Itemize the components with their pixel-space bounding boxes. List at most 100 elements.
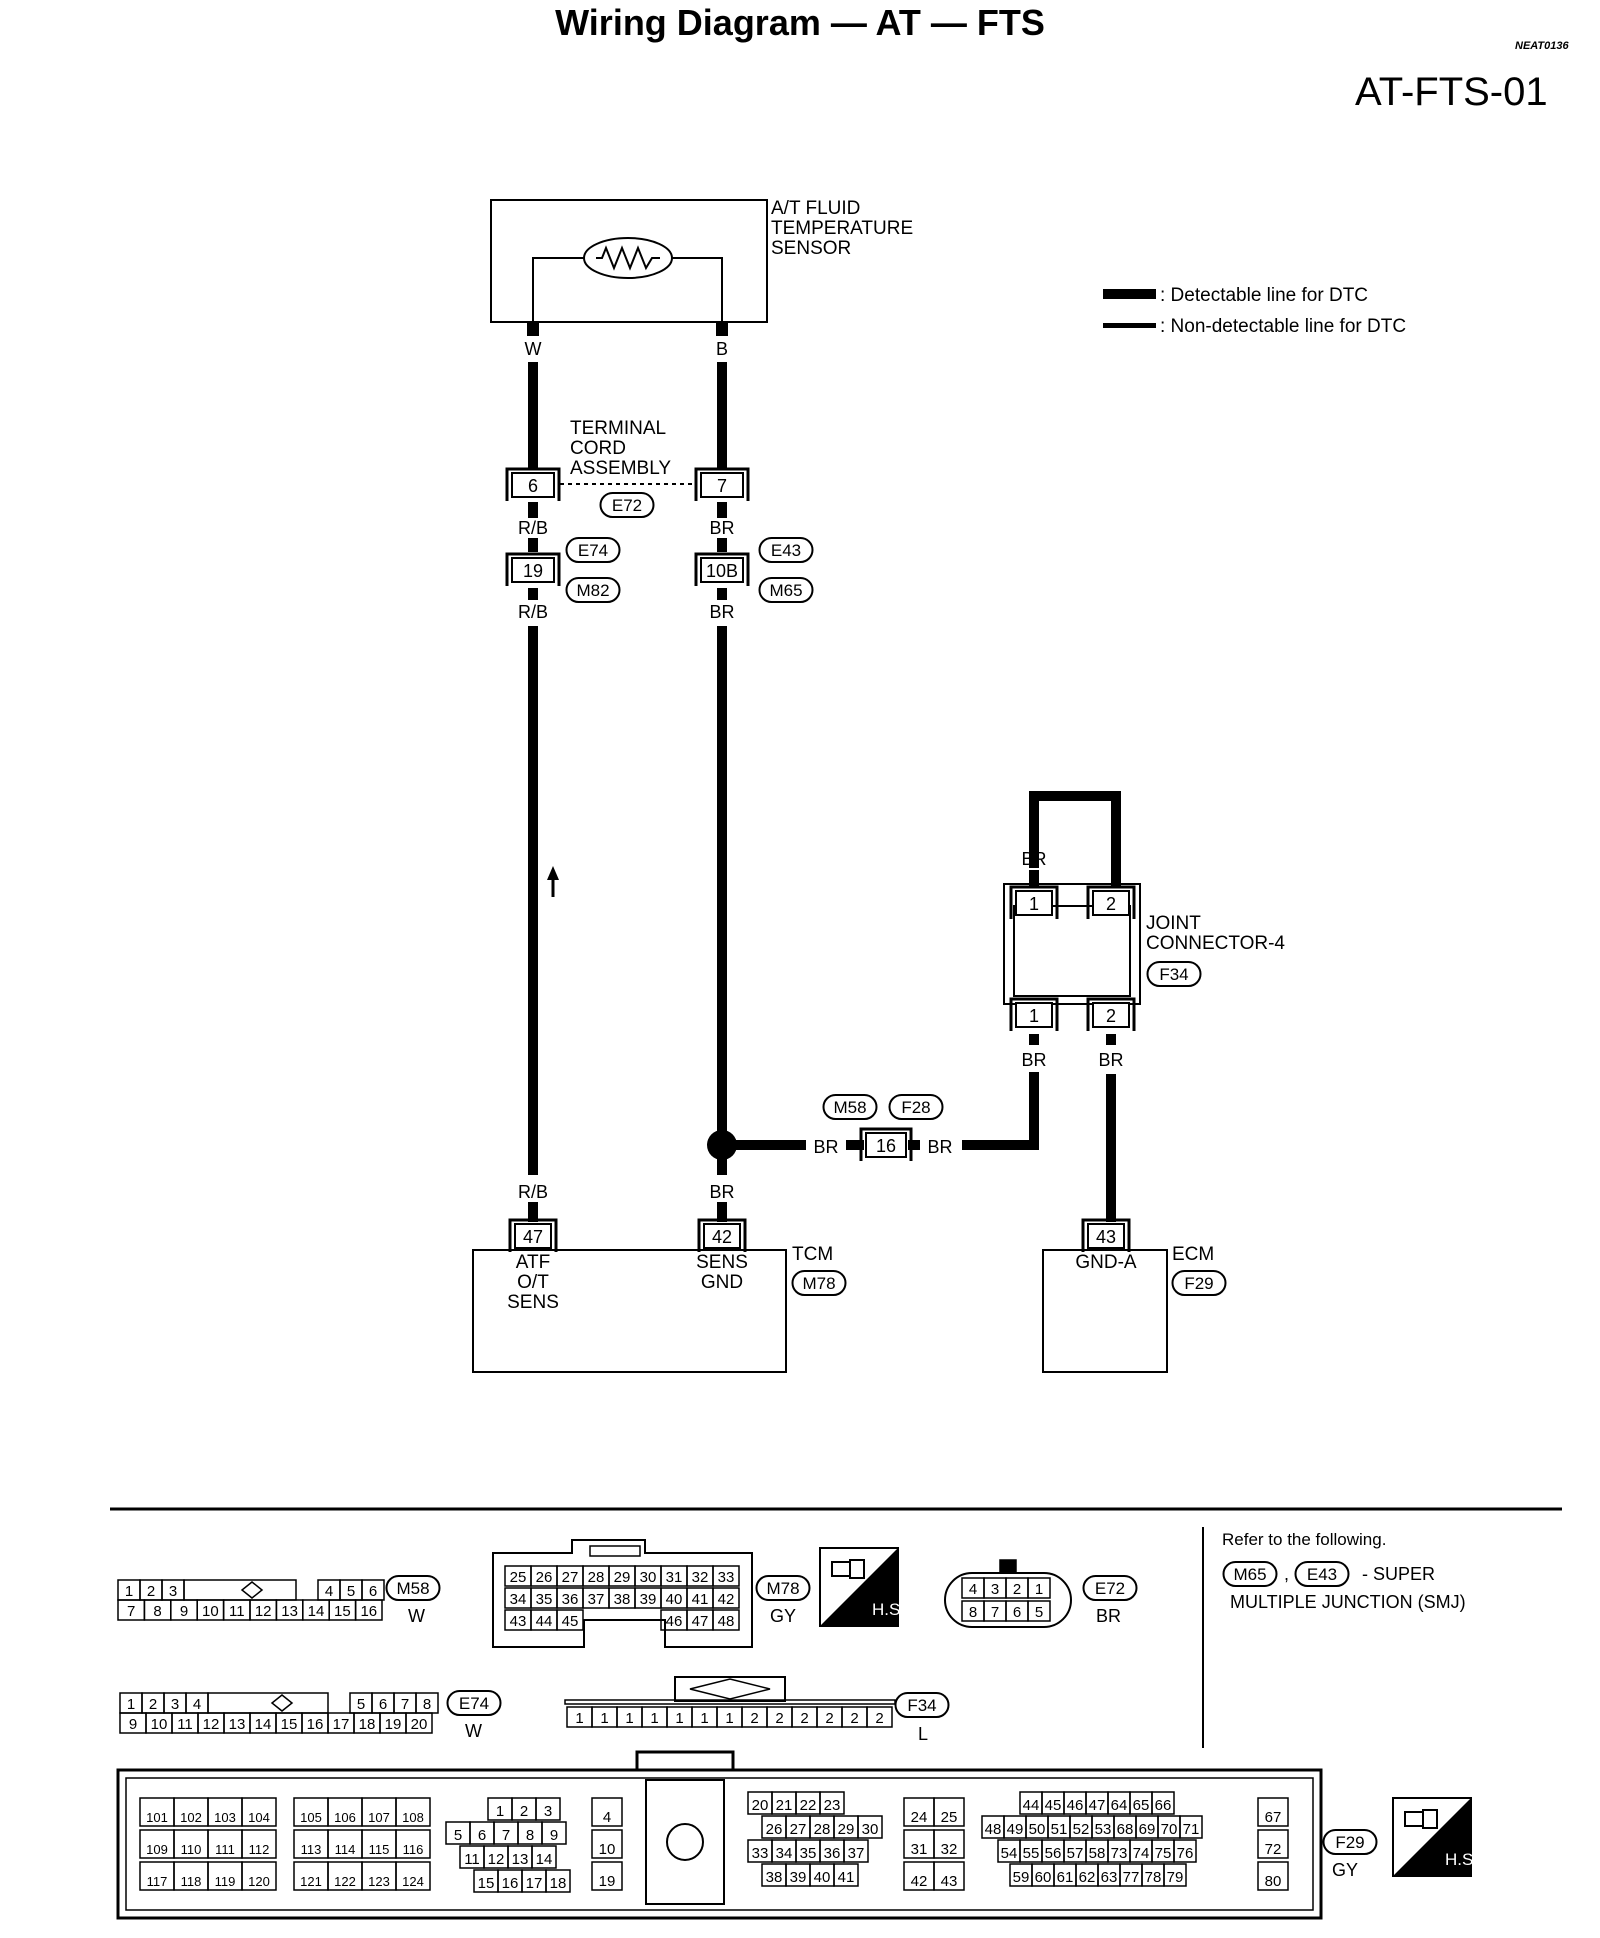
connector-f29-g7-cell-text: 76 — [1177, 1845, 1194, 1862]
connector-f29-g5-cell-text: 38 — [766, 1869, 783, 1886]
connector-e72-row1-cell-text: 1 — [1035, 1581, 1043, 1598]
connector-m78-row2-cell-text: 36 — [562, 1591, 579, 1608]
connector-f29-g1-cell-text: 111 — [215, 1842, 235, 1857]
connector-tag-e74-text: E74 — [578, 541, 608, 560]
connector-e74-lock — [207, 1692, 329, 1714]
connector-f29-g2-cell-text: 108 — [402, 1810, 424, 1825]
connector-tag-e74 — [565, 537, 621, 563]
connector-f29-g2-cell-text: 123 — [368, 1874, 390, 1889]
connector-f29-g7-cell-text: 69 — [1139, 1821, 1156, 1838]
connector-e72-row2-cell-text: 8 — [969, 1604, 977, 1621]
connector-m78-row3-cell — [556, 1609, 584, 1631]
connector-f29-g4-cell-text: 10 — [599, 1841, 616, 1858]
connector-f29-g3-cell-text: 2 — [520, 1803, 528, 1820]
connector-m78-row2-cell-text: 37 — [588, 1591, 605, 1608]
connector-f29-g7-cell-text: 79 — [1167, 1869, 1184, 1886]
connector-f29-g7-cell-text: 64 — [1111, 1797, 1128, 1814]
wire-label-rb: R/B — [518, 602, 548, 622]
connector-e74-row2-cell — [405, 1712, 433, 1734]
connector-f29-g3-cell-text: 16 — [502, 1875, 519, 1892]
connector-f29-g4-cell — [591, 1797, 623, 1827]
connector-m58-row2-cell-text: 12 — [255, 1603, 272, 1620]
connector-m78-row2-cell-text: 42 — [718, 1591, 735, 1608]
connector-f29-g7-cell-text: 70 — [1161, 1821, 1178, 1838]
connector-f29-g5-cell-text: 21 — [776, 1797, 793, 1814]
junction-pin-19-housing — [505, 552, 561, 586]
connector-f29-g2-cell — [395, 1861, 431, 1891]
joint-connector-pin-2-bottom-text: 2 — [1106, 1006, 1116, 1026]
connector-f29-g3-cell-text: 3 — [544, 1803, 552, 1820]
connector-m78-row1-cell-text: 30 — [640, 1569, 657, 1586]
connector-m58-row2-cell-text: 16 — [360, 1603, 377, 1620]
connector-tag-e43-text: E43 — [771, 541, 801, 560]
refer-tag-e43-text: E43 — [1307, 1565, 1337, 1584]
joint-connector-pin-1-top — [1015, 890, 1053, 916]
connector-m78-row3-cell-text: 48 — [718, 1613, 735, 1630]
connector-m58-row2-cell-text: 9 — [180, 1603, 188, 1620]
connector-f29-g2-cell-text: 107 — [368, 1810, 390, 1825]
sensor-pin-b-label: B — [716, 339, 728, 359]
connector-f29-g5-cell-text: 40 — [814, 1869, 831, 1886]
connector-m78-row1-cell-text: 25 — [510, 1569, 527, 1586]
connector-tag-f28-text: F28 — [901, 1098, 930, 1117]
connector-e72-row2-cell-text: 5 — [1035, 1604, 1043, 1621]
wire-br-to-joint — [962, 1072, 1039, 1150]
terminal-cord-pin-6 — [511, 472, 555, 498]
tcm-pin-47-label: SENS — [507, 1292, 559, 1313]
connector-m78-row1-cell-text: 33 — [718, 1569, 735, 1586]
connector-tag-e43 — [758, 537, 814, 563]
connector-f34-row-cell-text: 2 — [850, 1710, 858, 1727]
connector-m78-row2-cell-text: 38 — [614, 1591, 631, 1608]
connector-f29-g8-cell — [1257, 1829, 1289, 1859]
connector-f29-g5-cell-text: 37 — [848, 1845, 865, 1862]
connector-e74-diamond — [270, 1694, 294, 1712]
connector-e74-row2-cell-text: 18 — [359, 1716, 376, 1733]
sensor-internal-wire — [532, 257, 584, 322]
joint-connector-pin-2-top-text: 2 — [1106, 894, 1116, 914]
refer-tag-m65-text: M65 — [1233, 1565, 1266, 1584]
connector-e74-row1-cell-text: 8 — [423, 1696, 431, 1713]
connector-e74-row1-cell-text: 4 — [193, 1696, 201, 1713]
connector-m78-row2-cell-text: 40 — [666, 1591, 683, 1608]
wire-label-br: BR — [1021, 1050, 1046, 1070]
connector-m58-row1-cell-text: 3 — [169, 1583, 177, 1600]
connector-f29-g7-cell-text: 60 — [1035, 1869, 1052, 1886]
connector-f29-g5-cell-text: 29 — [838, 1821, 855, 1838]
hs-icon-m78-fill — [820, 1548, 898, 1626]
junction-pin-19 — [511, 557, 555, 583]
connector-f34-row-cell-text: 2 — [775, 1710, 783, 1727]
ecm-name: ECM — [1172, 1244, 1214, 1265]
connector-e72-row2-cell-text: 7 — [991, 1604, 999, 1621]
connector-f29-g6-cell — [933, 1861, 965, 1891]
tcm-name: TCM — [792, 1244, 833, 1265]
connector-f29-g7-cell-text: 68 — [1117, 1821, 1134, 1838]
connector-f29-g2-cell — [395, 1829, 431, 1859]
connector-f29-g6-cell-text: 25 — [941, 1809, 958, 1826]
connector-f29-g3-cell-text: 13 — [512, 1851, 529, 1868]
connector-e74-row2-cell-text: 17 — [333, 1716, 350, 1733]
connector-tag-m78-text: M78 — [802, 1274, 835, 1293]
connector-m78-tag — [755, 1575, 811, 1601]
connector-tag-f34-text: F34 — [1159, 965, 1188, 984]
joint-connector-label: CONNECTOR-4 — [1146, 933, 1285, 954]
connector-f29-g7-cell-text: 73 — [1111, 1845, 1128, 1862]
wire-label-br: BR — [813, 1137, 838, 1157]
connector-m58-row1-cell-text: 4 — [325, 1583, 333, 1600]
connector-f29-g3-cell — [541, 1821, 567, 1845]
connector-tag-m58-text: M58 — [833, 1098, 866, 1117]
connector-f29-g5-cell-text: 27 — [790, 1821, 807, 1838]
connector-m78-color: GY — [770, 1606, 796, 1626]
tcm-pin-42-label: GND — [701, 1272, 743, 1293]
connector-f29-g1-cell-text: 102 — [180, 1810, 202, 1825]
connector-m58-row2-cell — [354, 1599, 383, 1621]
connector-e74-row1-cell-text: 1 — [127, 1696, 135, 1713]
connector-m58-tag — [385, 1575, 441, 1601]
ecm-box — [1042, 1249, 1168, 1373]
connector-f34-latch — [674, 1676, 786, 1702]
connector-f29-g5-cell-text: 35 — [800, 1845, 817, 1862]
connector-e74-row2-cell-text: 9 — [129, 1716, 137, 1733]
connector-m58-color: W — [408, 1606, 425, 1626]
connector-f29-g7-cell-text: 75 — [1155, 1845, 1172, 1862]
connector-e74-row2-cell-text: 15 — [281, 1716, 298, 1733]
connector-m78-row1-cell-text: 31 — [666, 1569, 683, 1586]
